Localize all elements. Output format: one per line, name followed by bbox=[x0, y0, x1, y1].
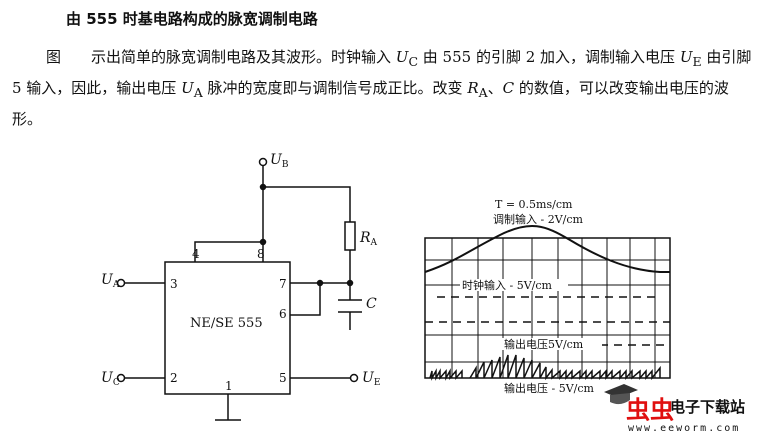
modulation-label: 调制输入 - 2V/cm bbox=[493, 212, 584, 226]
modulation-waveform bbox=[424, 224, 670, 273]
output-label-upper: 输出电压5V/cm bbox=[504, 337, 584, 351]
pin-8: 8 bbox=[257, 247, 265, 261]
watermark-brand: 电子下载站 bbox=[670, 398, 746, 416]
output-sawtooth bbox=[429, 354, 661, 381]
pin-2: 2 bbox=[170, 371, 178, 385]
pin-4: 4 bbox=[192, 247, 200, 261]
circuit-diagram bbox=[116, 157, 362, 421]
watermark-url: www.eeworm.com bbox=[628, 423, 741, 434]
label-ua: UA bbox=[101, 272, 120, 290]
chip-label: NE/SE 555 bbox=[190, 316, 263, 331]
pin-6: 6 bbox=[279, 307, 287, 321]
capacitor-c bbox=[338, 299, 362, 313]
clock-label: 时钟输入 - 5V/cm bbox=[462, 278, 553, 292]
output-label-lower: 输出电压 - 5V/cm bbox=[504, 381, 595, 395]
clock-waveform bbox=[425, 296, 670, 346]
watermark-logo: 虫虫 bbox=[626, 396, 674, 424]
watermark: 虫虫 电子下载站 www.eeworm.com bbox=[600, 380, 764, 437]
timebase-label: T = 0.5ms/cm bbox=[495, 198, 573, 211]
label-ra: RA bbox=[359, 230, 378, 248]
pin-1: 1 bbox=[225, 379, 233, 393]
wires bbox=[125, 166, 351, 421]
description-paragraph: 图 示出简单的脉宽调制电路及其波形。时钟输入 UC 由 555 的引脚 2 加入… bbox=[12, 48, 752, 128]
label-ue: UE bbox=[362, 370, 380, 388]
resistor-ra bbox=[344, 221, 356, 251]
label-uc: UC bbox=[101, 370, 120, 388]
pin-5: 5 bbox=[279, 371, 287, 385]
graduation-cap-icon bbox=[604, 384, 638, 405]
pin-3: 3 bbox=[170, 277, 178, 291]
oscilloscope bbox=[424, 224, 671, 381]
label-ub: UB bbox=[270, 152, 289, 170]
pin-7: 7 bbox=[279, 277, 287, 291]
page-title: 由 555 时基电路构成的脉宽调制电路 bbox=[66, 10, 318, 28]
label-c: C bbox=[366, 296, 377, 312]
